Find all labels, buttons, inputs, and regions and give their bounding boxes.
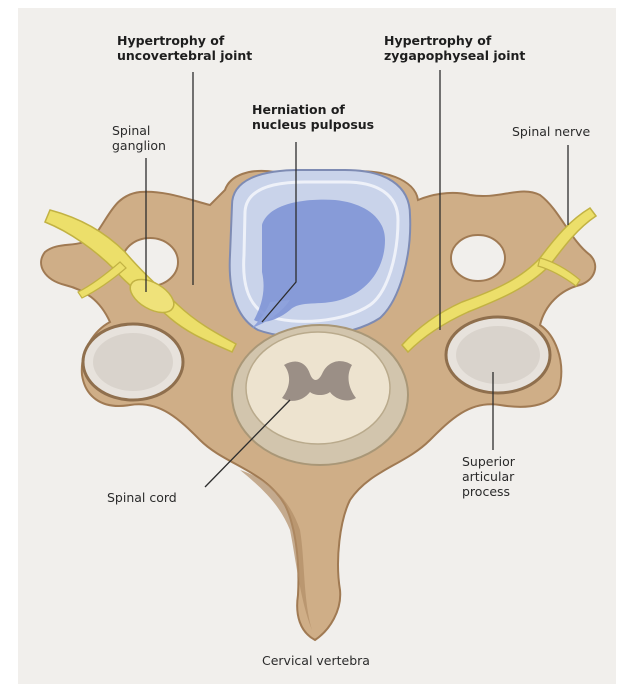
label-superior-articular: Superior articular process [462, 454, 515, 499]
articular-process-left-inner [93, 333, 173, 391]
transverse-foramen-right [451, 235, 505, 281]
label-spinal-nerve: Spinal nerve [512, 124, 590, 139]
label-uncovertebral: Hypertrophy of uncovertebral joint [117, 33, 252, 63]
label-zygapophyseal: Hypertrophy of zygapophyseal joint [384, 33, 525, 63]
caption-cervical-vertebra: Cervical vertebra [262, 653, 370, 668]
articular-process-right-inner [456, 326, 540, 384]
label-spinal-cord: Spinal cord [107, 490, 177, 505]
label-spinal-ganglion: Spinal ganglion [112, 123, 166, 153]
label-herniation: Herniation of nucleus pulposus [252, 102, 374, 132]
